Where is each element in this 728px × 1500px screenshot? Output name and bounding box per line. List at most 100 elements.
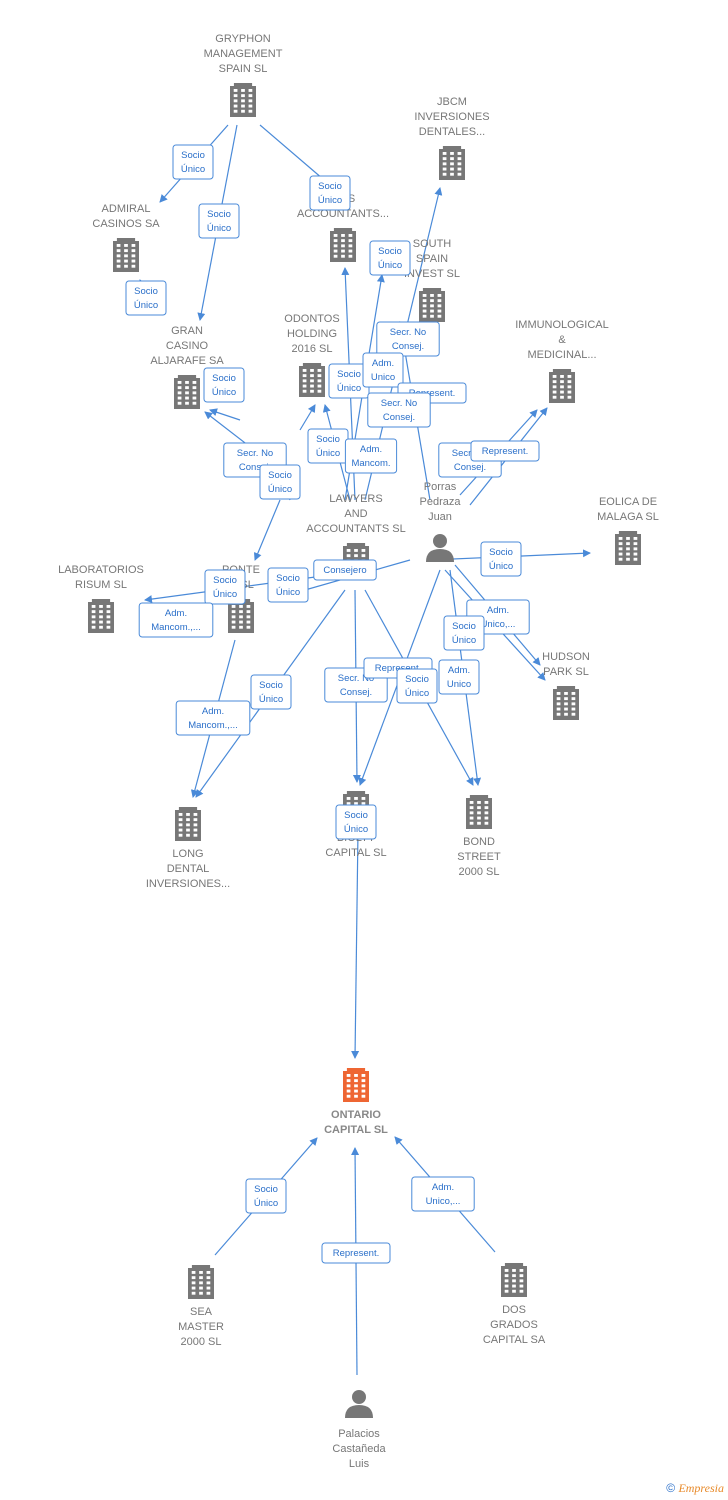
node-label-line: MANAGEMENT: [204, 48, 283, 60]
node-ontario[interactable]: ONTARIO CAPITAL SL: [324, 1068, 388, 1136]
brand-logo: Empresia: [678, 1481, 724, 1495]
edge-label-text: Secr. No: [237, 448, 273, 459]
edge-label-text: Unico,...: [481, 619, 516, 630]
edge-label-text: Adm.: [202, 706, 224, 717]
edge-label-text: Unico: [447, 679, 471, 690]
node-label-line: HUDSON: [542, 651, 590, 663]
edge-label-text: Unico,...: [426, 1196, 461, 1207]
edge-label-text: Adm.: [360, 444, 382, 455]
node-label-line: STREET: [457, 851, 501, 863]
edge-label-text: Socio: [318, 181, 342, 192]
node-label-line: MALAGA SL: [597, 511, 659, 523]
node-label-line: DENTAL: [167, 863, 210, 875]
edge-label[interactable]: Adm.Mancom.,...: [138, 602, 214, 638]
node-label-line: SPAIN SL: [219, 63, 268, 75]
node-label-line: ACCOUNTANTS...: [297, 208, 389, 220]
edges-layer: [139, 124, 591, 1376]
node-label-line: SEA: [190, 1306, 213, 1318]
node-jbcm[interactable]: JBCMINVERSIONESDENTALES...: [414, 96, 490, 180]
node-label-line: &: [558, 334, 566, 346]
node-label-line: Juan: [428, 511, 452, 523]
edge-label-text: Único: [213, 589, 237, 600]
edge-label-text: Consej.: [340, 687, 372, 698]
node-label-line: BOND: [463, 836, 495, 848]
edge-label-text: Único: [405, 688, 429, 699]
node-label-line: CAPITAL SL: [324, 1124, 388, 1136]
edge-label[interactable]: Consejero: [313, 559, 377, 581]
node-immunological[interactable]: IMMUNOLOGICAL&MEDICINAL...: [515, 319, 609, 403]
node-label-line: JBCM: [437, 96, 467, 108]
edge-label[interactable]: Adm.Unico: [362, 352, 404, 388]
person-icon: [345, 1390, 373, 1418]
relationship-edge: [209, 408, 241, 421]
node-label-line: CAPITAL SA: [483, 1334, 546, 1346]
node-label-line: DENTALES...: [419, 126, 485, 138]
node-label-line: ADMIRAL: [102, 203, 151, 215]
edge-label[interactable]: Adm. Unico: [438, 659, 480, 695]
edge-label-text: Represent.: [482, 446, 528, 457]
edge-label[interactable]: Represent.: [321, 1242, 391, 1264]
node-long_dental[interactable]: LONGDENTALINVERSIONES...: [146, 807, 230, 890]
building-icon: [549, 369, 575, 403]
node-hudson[interactable]: HUDSON PARK SL: [542, 651, 590, 720]
node-label-line: HOLDING: [287, 328, 337, 340]
building-icon: [466, 795, 492, 829]
edge-label-text: Socio: [344, 810, 368, 821]
node-label-line: ACCOUNTANTS SL: [306, 523, 405, 535]
edge-label[interactable]: Represent.: [470, 440, 540, 462]
edge-label-text: Socio: [254, 1184, 278, 1195]
node-label-line: GRADOS: [490, 1319, 538, 1331]
edge-label-text: Socio: [213, 575, 237, 586]
node-label-line: ODONTOS: [284, 313, 339, 325]
node-label-line: ALJARAFE SA: [150, 355, 224, 367]
edge-label-text: Único: [212, 387, 236, 398]
node-label-line: PARK SL: [543, 666, 589, 678]
edge-label[interactable]: Adm.Mancom.,...: [175, 700, 251, 736]
edge-label-text: Único: [378, 260, 402, 271]
edge-label-text: Adm.: [448, 665, 470, 676]
building-icon: [188, 1265, 214, 1299]
node-label-line: ONTARIO: [331, 1109, 381, 1121]
edge-label-text: Socio: [268, 470, 292, 481]
edge-label[interactable]: Adm.Mancom.: [344, 438, 398, 474]
person-icon: [426, 534, 454, 562]
building-icon: [553, 686, 579, 720]
node-dos_grados[interactable]: DOS GRADOS CAPITAL SA: [483, 1263, 546, 1346]
building-icon: [615, 531, 641, 565]
node-label-line: DOS: [502, 1304, 526, 1316]
edge-label-text: Adm.: [165, 608, 187, 619]
edge-label-text: Socio: [134, 286, 158, 297]
edge-label-text: Socio: [489, 547, 513, 558]
edge-label[interactable]: Adm.Unico,...: [411, 1176, 475, 1212]
building-icon: [299, 363, 325, 397]
